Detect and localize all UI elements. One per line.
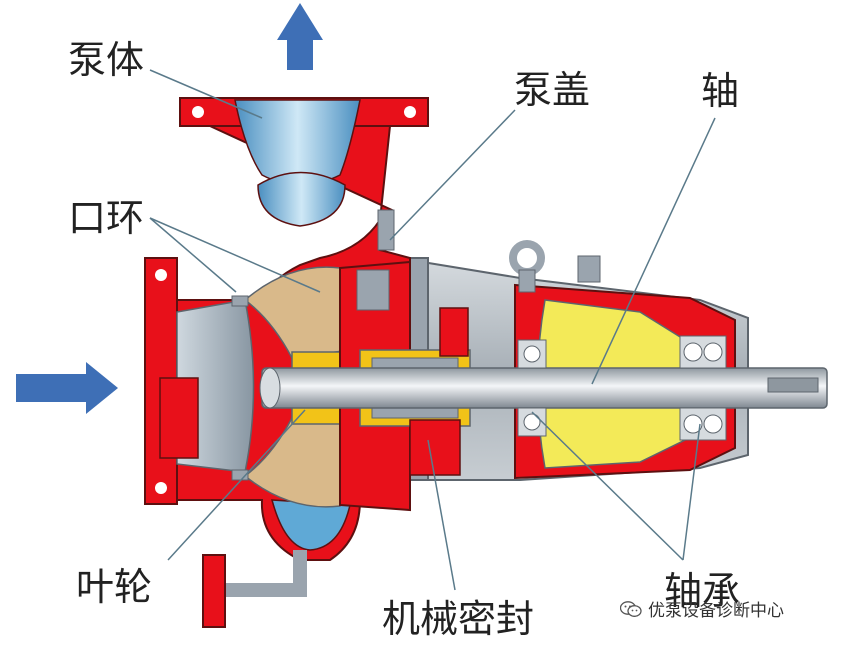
leader-mechanical-seal [427,439,456,591]
leader-wear-ring-b [149,217,321,293]
wear-rings [231,295,249,481]
watermark: 优泵设备诊断中心 [620,596,784,621]
label-impeller: 叶轮 [76,565,153,609]
label-mechanical-seal: 机械密封 [382,597,535,641]
leader-pump-cover [389,109,516,241]
lifting-eye [509,240,601,293]
watermark-text: 优泵设备诊断中心 [648,601,784,621]
label-pump-cover: 泵盖 [514,68,591,112]
leader-impeller [167,409,306,561]
leader-wear-ring-a [149,217,237,293]
label-wear-ring: 口环 [68,196,145,240]
inlet-flow-arrow [16,362,118,414]
label-pump-body: 泵体 [68,38,145,82]
outlet-flow-arrow [277,3,323,70]
leader-bearing-a [531,411,684,561]
label-bearing: 轴承 [664,569,741,613]
leader-shaft [591,117,716,385]
shaft [259,367,828,409]
label-shaft: 轴 [701,69,740,113]
leader-bearing-b [682,423,701,561]
leader-pump-body [149,69,263,119]
bearings [517,335,727,441]
wechat-icon [620,600,642,617]
